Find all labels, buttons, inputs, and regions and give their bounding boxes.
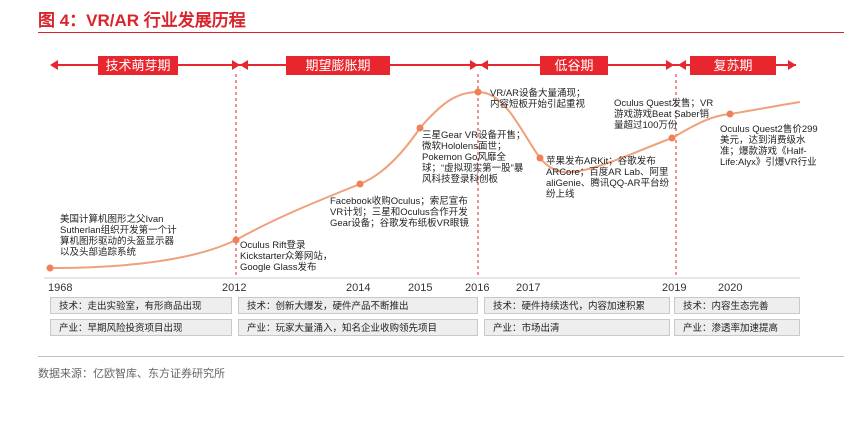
phase-arrow-head [232,60,240,70]
year-label-2014: 2014 [346,282,371,294]
event-2015: 三星Gear VR设备开售；微软Hololens面世；Pokemon Go风靡全… [422,130,526,185]
title-divider [38,32,844,33]
industry-row-hype: 产业：玩家大量涌入，知名企业收购领先项目 [238,319,478,336]
year-guides [235,74,677,278]
year-label-2020: 2020 [718,282,743,294]
marker-2019 [668,134,676,142]
year-label-2017: 2017 [516,282,541,294]
phase-box [690,56,776,75]
figure-title: 图 4：VR/AR 行业发展历程 [38,11,246,30]
marker-1968 [46,264,54,272]
phase-box [540,56,608,75]
industry-row-trough: 产业：市场出清 [484,319,670,336]
event-2020: Oculus Quest2售价299美元，达到消费级水准；爆款游戏《Half-L… [720,124,818,168]
hype-curve [49,90,801,269]
phase-arrow-head [788,60,796,70]
phase-label-sprout: 技术萌芽期 [105,58,170,73]
marker-2015 [416,124,424,132]
phase-label-hype: 期望膨胀期 [305,58,370,73]
phase-label-recovery: 复苏期 [713,58,752,73]
event-markers [46,88,734,272]
phase-arrow-head [480,60,488,70]
event-2017: 苹果发布ARKit；谷歌发布ARCore；百度AR Lab、阿里aliGenie… [546,156,669,200]
phase-arrow-head [50,60,58,70]
event-1968: 美国计算机图形之父Ivan Sutherlan组织开发第一个计算机图形驱动的头盔… [60,214,177,258]
industry-row-sprout: 产业：早期风险投资项目出现 [50,319,232,336]
event-2014: Facebook收购Oculus；索尼宣布VR计划；三星和Oculus合作开发G… [330,196,469,229]
marker-2016 [474,88,482,96]
tech-row-sprout: 技术：走出实验室，有形商品出现 [50,297,232,314]
industry-row-recovery: 产业：渗透率加速提高 [674,319,800,336]
phase-arrow-head [470,60,478,70]
year-label-2016: 2016 [465,282,490,294]
phase-arrow-head [666,60,674,70]
event-2019: Oculus Quest发售；VR游戏游戏Beat Saber销量超过100万份 [614,98,714,131]
year-label-2012: 2012 [222,282,247,294]
phase-box [286,56,390,75]
phase-arrow-head [240,60,248,70]
tech-row-trough: 技术：硬件持续迭代，内容加速积累 [484,297,670,314]
year-label-2015: 2015 [408,282,433,294]
year-label-1968: 1968 [48,282,73,294]
source-divider [38,356,844,357]
tech-row-hype: 技术：创新大爆发，硬件产品不断推出 [238,297,478,314]
marker-2014 [356,180,364,188]
phase-box [98,56,178,75]
phase-label-trough: 低谷期 [554,58,593,73]
source-note: 数据来源：亿欧智库、东方证券研究所 [38,368,225,380]
event-2016: VR/AR设备大量涌现；内容短板开始引起重视 [490,88,586,110]
event-2012: Oculus Rift登录Kickstarter众筹网站，Google Glas… [240,240,333,273]
marker-2020 [726,110,734,118]
year-label-2019: 2019 [662,282,687,294]
tech-row-recovery: 技术：内容生态完善 [674,297,800,314]
marker-2012 [232,236,240,244]
phase-arrow-head [678,60,686,70]
marker-2017 [536,154,544,162]
phase-banner: 技术萌芽期 期望膨胀期 低谷期 复苏期 [50,56,796,75]
